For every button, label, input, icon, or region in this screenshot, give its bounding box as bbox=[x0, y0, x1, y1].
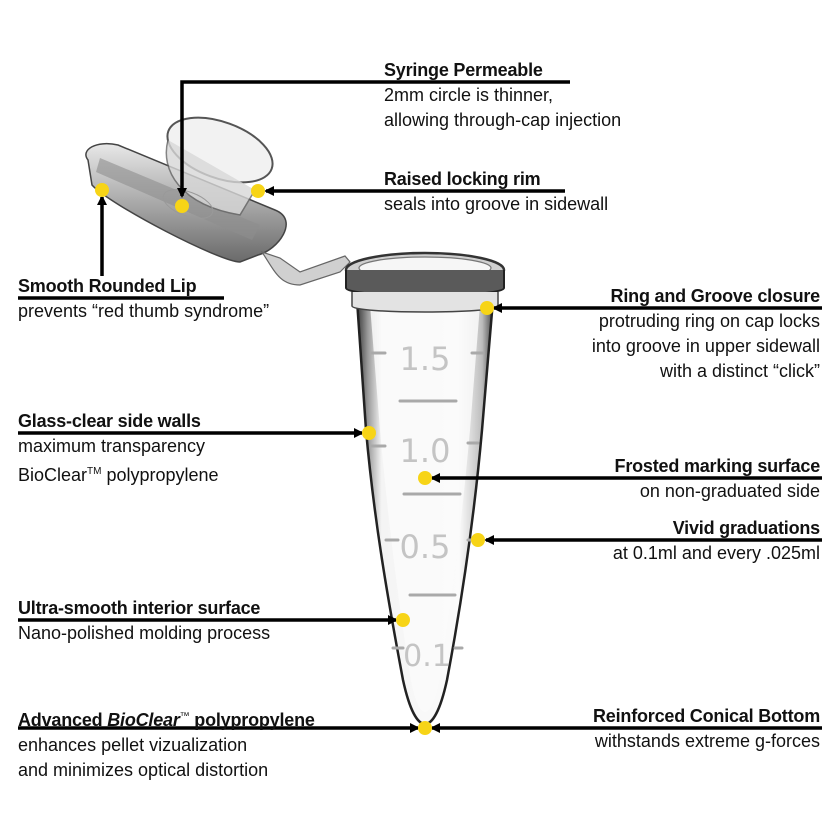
callout-interior: Ultra-smooth interior surface Nano-polis… bbox=[18, 596, 270, 646]
tube-body: 1.5 1.0 0.5 0.1 bbox=[344, 251, 506, 726]
graduation-label: 0.1 bbox=[403, 639, 451, 674]
callout-frosted: Frosted marking surface on non-graduated… bbox=[614, 454, 821, 504]
callout-dot-interior bbox=[396, 613, 410, 627]
callout-desc: at 0.1ml and every .025ml bbox=[612, 543, 820, 563]
tube-cap bbox=[85, 116, 287, 263]
callout-desc: maximum transparency bbox=[18, 436, 206, 456]
callout-ring: Ring and Groove closure protruding ring … bbox=[592, 284, 820, 384]
title-suffix: polypropylene bbox=[189, 710, 315, 730]
callout-title: Vivid graduations bbox=[672, 518, 821, 538]
callout-desc: allowing through-cap injection bbox=[384, 110, 622, 130]
callout-dot-lip bbox=[95, 183, 109, 197]
callout-desc: 2mm circle is thinner, bbox=[384, 85, 554, 105]
callout-syringe: Syringe Permeable 2mm circle is thinner,… bbox=[384, 58, 621, 133]
callout-desc: and minimizes optical distortion bbox=[18, 760, 269, 780]
callout-title: Reinforced Conical Bottom bbox=[592, 706, 820, 726]
callout-vivid: Vivid graduations at 0.1ml and every .02… bbox=[613, 516, 820, 566]
callout-title: Smooth Rounded Lip bbox=[18, 276, 197, 296]
material-name: polypropylene bbox=[101, 465, 219, 485]
callout-dot-bottom bbox=[418, 721, 432, 735]
callout-dot-glass bbox=[362, 426, 376, 440]
leader-syringe bbox=[177, 80, 570, 198]
trademark-mark: ™ bbox=[179, 711, 190, 722]
callout-desc-line2: BioClearTM polypropylene bbox=[18, 459, 219, 488]
callout-glass: Glass-clear side walls maximum transpare… bbox=[18, 409, 219, 488]
callout-desc: with a distinct “click” bbox=[659, 361, 820, 381]
title-prefix: Advanced bbox=[18, 710, 108, 730]
callout-title: Frosted marking surface bbox=[614, 456, 821, 476]
callout-desc: prevents “red thumb syndrome” bbox=[18, 301, 270, 321]
callout-desc: enhances pellet vizualization bbox=[18, 735, 248, 755]
graduation-label: 1.0 bbox=[400, 432, 451, 470]
brand-name: BioClear bbox=[18, 465, 88, 485]
callout-title: Advanced BioClear™ polypropylene bbox=[18, 704, 315, 733]
graduation-label: 1.5 bbox=[400, 340, 451, 378]
trademark-mark: TM bbox=[87, 466, 102, 477]
callout-title: Glass-clear side walls bbox=[18, 411, 201, 431]
brand-name: BioClear bbox=[107, 710, 180, 730]
callout-title: Ring and Groove closure bbox=[610, 286, 821, 306]
callout-dot-vivid bbox=[471, 533, 485, 547]
callout-title: Syringe Permeable bbox=[384, 60, 543, 80]
callout-desc: withstands extreme g-forces bbox=[594, 731, 820, 751]
callout-advanced: Advanced BioClear™ polypropylene enhance… bbox=[18, 704, 315, 783]
callout-title: Raised locking rim bbox=[384, 169, 541, 189]
cap-hinge bbox=[260, 250, 351, 286]
callout-desc: protruding ring on cap locks bbox=[598, 311, 820, 331]
callout-dot-ring bbox=[480, 301, 494, 315]
callout-lip: Smooth Rounded Lip prevents “red thumb s… bbox=[18, 274, 269, 324]
callout-dot-syringe bbox=[175, 199, 189, 213]
callout-dot-rim bbox=[251, 184, 265, 198]
callout-dot-frosted bbox=[418, 471, 432, 485]
callout-desc: seals into groove in sidewall bbox=[384, 194, 609, 214]
callout-title: Ultra-smooth interior surface bbox=[18, 598, 261, 618]
callout-desc: into groove in upper sidewall bbox=[591, 336, 820, 356]
callout-desc: Nano-polished molding process bbox=[18, 623, 271, 643]
callout-desc: on non-graduated side bbox=[639, 481, 820, 501]
callout-rim: Raised locking rim seals into groove in … bbox=[384, 167, 608, 217]
callout-bottom: Reinforced Conical Bottom withstands ext… bbox=[593, 704, 820, 754]
graduation-label: 0.5 bbox=[400, 528, 451, 566]
